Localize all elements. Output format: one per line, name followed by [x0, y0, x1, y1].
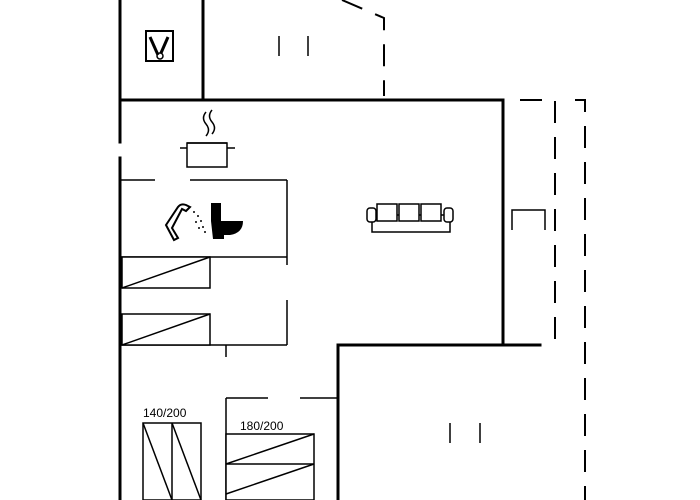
- wardrobe: [121, 256, 211, 289]
- bed-140: 140/200: [142, 406, 202, 500]
- bed-180: 180/200: [225, 419, 315, 500]
- sofa-icon: [366, 203, 454, 233]
- dishwasher-icon: [145, 30, 174, 62]
- door-mark-icon: [278, 36, 546, 443]
- bed-label: 140/200: [143, 406, 187, 420]
- walls: [118, 0, 542, 500]
- toilet-icon: [211, 203, 243, 239]
- cooking-pot-icon: [180, 109, 235, 168]
- wardrobe: [121, 313, 211, 346]
- shower-icon: [164, 203, 206, 242]
- bed-label: 180/200: [240, 419, 284, 433]
- terrace-outline: [202, 0, 586, 500]
